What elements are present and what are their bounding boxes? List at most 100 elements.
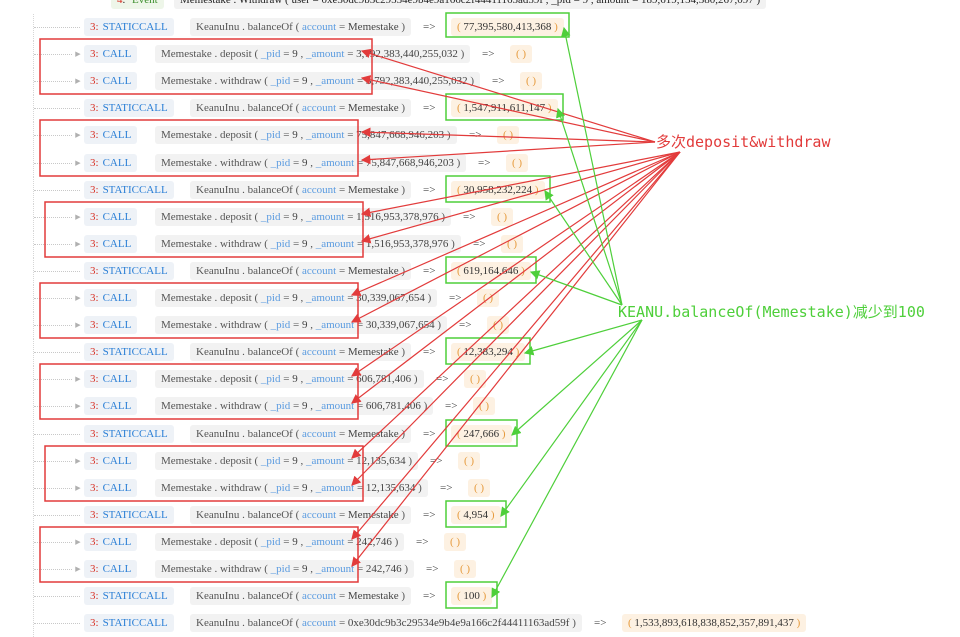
- call-depth: 3:: [90, 455, 99, 467]
- call-signature[interactable]: Memestake . deposit ( _pid = 9 , _amount…: [155, 533, 405, 551]
- call-signature[interactable]: Memestake . withdraw ( _pid = 9 , _amoun…: [155, 235, 461, 253]
- call-depth: 3:: [90, 590, 99, 602]
- call-op: STATICCALL: [102, 21, 168, 33]
- call-op: CALL: [102, 455, 132, 467]
- call-signature[interactable]: Memestake . withdraw ( _pid = 9 , _amoun…: [155, 72, 481, 90]
- call-op: CALL: [102, 482, 132, 494]
- expand-caret-icon[interactable]: ▶: [75, 457, 81, 465]
- return-arrow: =>: [423, 21, 436, 33]
- tree-connector: [34, 488, 72, 489]
- tree-guide: [33, 177, 35, 204]
- expand-caret-icon[interactable]: ▶: [75, 484, 81, 492]
- tree-guide: [33, 393, 35, 420]
- tree-guide: [33, 475, 35, 502]
- return-arrow: =>: [459, 319, 472, 331]
- tree-guide: [33, 448, 35, 475]
- return-value: ( ): [464, 370, 487, 388]
- call-type-tag: 3:CALL: [84, 235, 138, 253]
- call-type-tag: 3:CALL: [84, 289, 138, 307]
- return-arrow: =>: [426, 563, 439, 575]
- tree-connector: [34, 515, 80, 516]
- tree-connector: [34, 163, 72, 164]
- expand-caret-icon[interactable]: ▶: [75, 565, 81, 573]
- call-type-tag: 3:STATICCALL: [84, 18, 174, 36]
- return-arrow: =>: [440, 482, 453, 494]
- return-arrow: =>: [478, 157, 491, 169]
- tree-connector: [34, 27, 80, 28]
- call-signature[interactable]: Memestake . deposit ( _pid = 9 , _amount…: [155, 370, 424, 388]
- call-signature[interactable]: KeanuInu . balanceOf ( account = Memesta…: [190, 262, 412, 280]
- call-signature[interactable]: Memestake . withdraw ( _pid = 9 , _amoun…: [155, 154, 467, 172]
- expand-caret-icon[interactable]: ▶: [75, 77, 81, 85]
- return-value: ( ): [458, 452, 481, 470]
- expand-caret-icon[interactable]: ▶: [75, 213, 81, 221]
- return-arrow: =>: [423, 265, 436, 277]
- call-op: STATICCALL: [102, 617, 168, 629]
- event-text: Memestake . Withdraw ( user = 0xe30dc9b3…: [174, 0, 767, 9]
- call-signature[interactable]: Memestake . deposit ( _pid = 9 , _amount…: [155, 452, 419, 470]
- call-signature[interactable]: Memestake . withdraw ( _pid = 9 , _amoun…: [155, 316, 448, 334]
- expand-caret-icon[interactable]: ▶: [75, 131, 81, 139]
- call-signature[interactable]: KeanuInu . balanceOf ( account = Memesta…: [190, 18, 412, 36]
- call-signature[interactable]: KeanuInu . balanceOf ( account = Memesta…: [190, 587, 412, 605]
- call-signature[interactable]: Memestake . withdraw ( _pid = 9 , _amoun…: [155, 479, 428, 497]
- call-type-tag: 3:STATICCALL: [84, 587, 174, 605]
- expand-caret-icon[interactable]: ▶: [75, 240, 81, 248]
- call-signature[interactable]: KeanuInu . balanceOf ( account = Memesta…: [190, 181, 412, 199]
- call-signature[interactable]: Memestake . withdraw ( _pid = 9 , _amoun…: [155, 560, 415, 578]
- call-signature[interactable]: Memestake . deposit ( _pid = 9 , _amount…: [155, 45, 471, 63]
- call-type-tag: 3:CALL: [84, 154, 138, 172]
- return-arrow: =>: [423, 590, 436, 602]
- call-depth: 3:: [90, 319, 99, 331]
- call-signature[interactable]: KeanuInu . balanceOf ( account = Memesta…: [190, 506, 412, 524]
- tree-guide: [33, 312, 35, 339]
- return-arrow: =>: [449, 292, 462, 304]
- call-type-tag: 3:CALL: [84, 452, 138, 470]
- call-op: CALL: [102, 563, 132, 575]
- call-depth: 3:: [90, 428, 99, 440]
- expand-caret-icon[interactable]: ▶: [75, 159, 81, 167]
- return-arrow: =>: [423, 102, 436, 114]
- tree-connector: [34, 461, 72, 462]
- tree-connector: [34, 217, 72, 218]
- tree-connector: [34, 81, 72, 82]
- call-signature[interactable]: KeanuInu . balanceOf ( account = Memesta…: [190, 99, 412, 117]
- expand-caret-icon[interactable]: ▶: [75, 50, 81, 58]
- call-signature[interactable]: KeanuInu . balanceOf ( account = Memesta…: [190, 343, 412, 361]
- call-signature[interactable]: KeanuInu . balanceOf ( account = Memesta…: [190, 425, 412, 443]
- expand-caret-icon[interactable]: ▶: [75, 375, 81, 383]
- call-signature[interactable]: KeanuInu . balanceOf ( account = 0xe30dc…: [190, 614, 582, 632]
- call-signature[interactable]: Memestake . deposit ( _pid = 9 , _amount…: [155, 208, 452, 226]
- call-op: STATICCALL: [102, 184, 168, 196]
- annotation-balance-reduced: KEANU.balanceOf(Memestake)减少到100: [618, 303, 925, 321]
- call-type-tag: 3:STATICCALL: [84, 343, 174, 361]
- expand-caret-icon[interactable]: ▶: [75, 294, 81, 302]
- call-depth: 3:: [90, 563, 99, 575]
- tree-guide: [33, 610, 35, 637]
- return-arrow: =>: [423, 184, 436, 196]
- call-op: CALL: [102, 129, 132, 141]
- return-arrow: =>: [416, 536, 429, 548]
- tree-guide: [33, 204, 35, 231]
- tree-connector: [34, 135, 72, 136]
- expand-caret-icon[interactable]: ▶: [75, 321, 81, 329]
- return-value: ( ): [444, 533, 467, 551]
- call-depth: 3:: [90, 265, 99, 277]
- call-op: CALL: [102, 400, 132, 412]
- call-op: STATICCALL: [102, 590, 168, 602]
- expand-caret-icon[interactable]: ▶: [75, 402, 81, 410]
- tree-connector: [34, 434, 80, 435]
- return-arrow: =>: [423, 509, 436, 521]
- event-tag: 4. Event: [111, 0, 164, 9]
- call-signature[interactable]: Memestake . deposit ( _pid = 9 , _amount…: [155, 126, 457, 144]
- call-signature[interactable]: Memestake . withdraw ( _pid = 9 , _amoun…: [155, 397, 434, 415]
- expand-caret-icon[interactable]: ▶: [75, 538, 81, 546]
- call-signature[interactable]: Memestake . deposit ( _pid = 9 , _amount…: [155, 289, 438, 307]
- return-arrow: =>: [463, 211, 476, 223]
- tree-connector: [34, 542, 72, 543]
- return-arrow: =>: [473, 238, 486, 250]
- tree-guide: [33, 421, 35, 448]
- call-depth: 3:: [90, 373, 99, 385]
- call-type-tag: 3:STATICCALL: [84, 181, 174, 199]
- call-depth: 3:: [90, 129, 99, 141]
